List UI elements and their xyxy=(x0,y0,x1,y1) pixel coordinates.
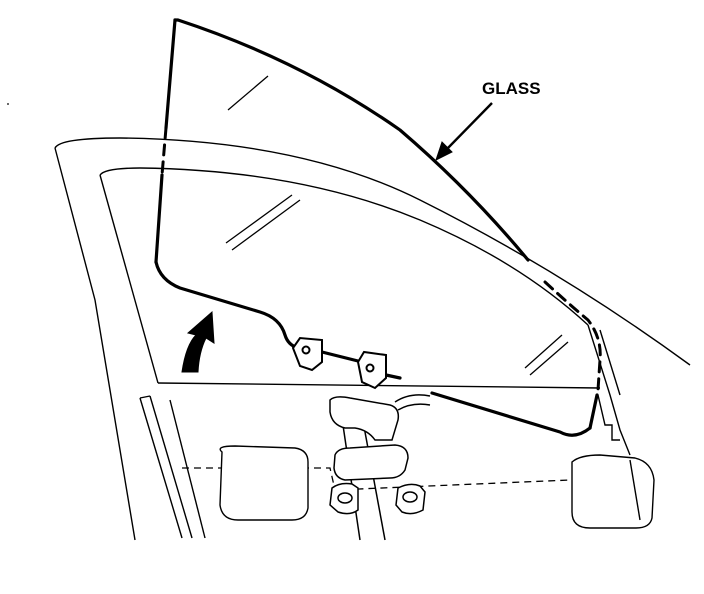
door-glass-hidden-edges xyxy=(160,126,602,392)
glass-reflection-marks xyxy=(225,75,569,376)
window-regulator xyxy=(329,394,431,541)
scan-speck xyxy=(7,103,9,105)
cutout-right xyxy=(571,454,655,529)
glass-callout-leader xyxy=(435,102,493,161)
cutout-left xyxy=(219,445,309,521)
door-panel-cutouts xyxy=(219,394,655,529)
glass-label: GLASS xyxy=(482,79,541,98)
door-glass xyxy=(154,18,599,437)
glass-mounting-brackets xyxy=(291,336,387,390)
lift-direction-arrow xyxy=(181,310,215,373)
